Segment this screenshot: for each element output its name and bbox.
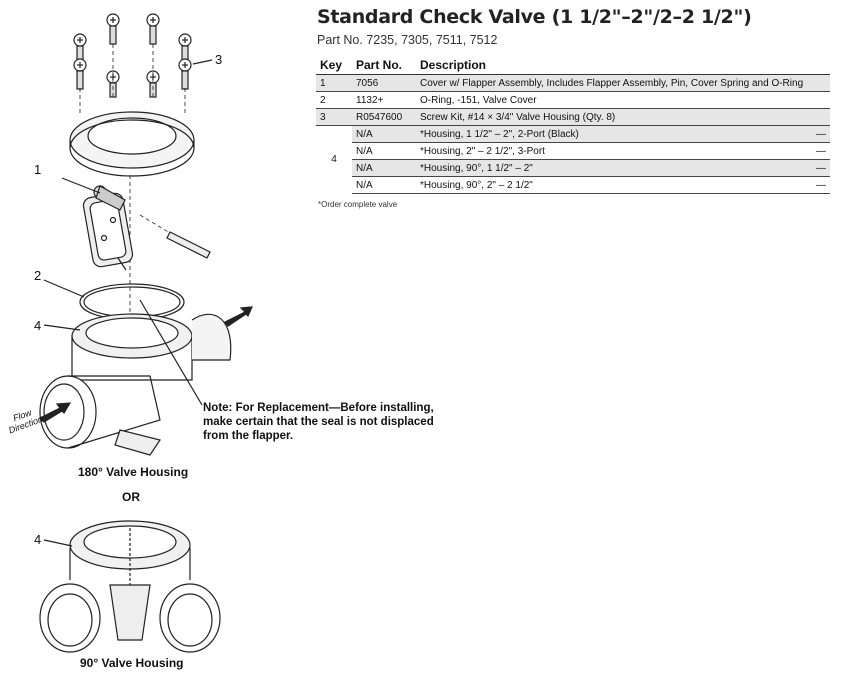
caption-90-housing: 90° Valve Housing	[80, 656, 184, 670]
screws	[73, 13, 192, 98]
caption-180-housing: 180° Valve Housing	[78, 465, 189, 479]
row-dash: —	[804, 125, 830, 143]
valve-illustration	[38, 13, 253, 653]
table-row: 1 7056 Cover w/ Flapper Assembly, Includ…	[316, 74, 830, 92]
exploded-diagram: 1 3 2 4 4 Flow Direction Note: For Repla…	[7, 13, 434, 670]
callout-1: 1	[34, 162, 42, 177]
row-part: R0547600	[352, 108, 416, 126]
table-row: N/A *Housing, 2" – 2 1/2", 3-Port —	[316, 142, 830, 160]
row-part: 1132+	[352, 91, 416, 109]
row-desc: Screw Kit, #14 × 3/4" Valve Housing (Qty…	[416, 108, 830, 126]
table-row: 3 R0547600 Screw Kit, #14 × 3/4" Valve H…	[316, 108, 830, 126]
row-desc: *Housing, 90°, 1 1/2" – 2"	[416, 159, 804, 177]
table-row: 2 1132+ O-Ring, -151, Valve Cover	[316, 91, 830, 109]
row-key: 2	[316, 91, 352, 109]
row-dash: —	[804, 159, 830, 177]
table-row: N/A *Housing, 90°, 1 1/2" – 2" —	[316, 159, 830, 177]
row-key: 3	[316, 108, 352, 126]
row-dash: —	[804, 176, 830, 194]
row-key: 4	[316, 125, 352, 194]
pin	[166, 231, 211, 259]
row-desc: O-Ring, -151, Valve Cover	[416, 91, 830, 109]
replacement-note: Note: For Replacement—Before installing,…	[203, 402, 434, 442]
callout-3: 3	[215, 52, 223, 67]
callout-4-180: 4	[34, 318, 42, 333]
callout-2: 2	[34, 268, 42, 283]
callout-4-90: 4	[34, 532, 42, 547]
table-row: N/A *Housing, 90°, 2" – 2 1/2" —	[316, 176, 830, 194]
col-description: Description	[416, 56, 830, 75]
or-label: OR	[122, 490, 140, 504]
row-desc: Cover w/ Flapper Assembly, Includes Flap…	[416, 74, 830, 92]
row-part: N/A	[352, 142, 416, 160]
row-key: 1	[316, 74, 352, 92]
row-desc: *Housing, 90°, 2" – 2 1/2"	[416, 176, 804, 194]
row-desc: *Housing, 2" – 2 1/2", 3-Port	[416, 142, 804, 160]
row-part: N/A	[352, 159, 416, 177]
col-part-no: Part No.	[352, 56, 416, 75]
parts-table: Key Part No. Description 1 7056 Cover w/…	[316, 56, 830, 194]
table-header-row: Key Part No. Description	[316, 56, 830, 75]
row-part: N/A	[352, 176, 416, 194]
row-part: N/A	[352, 125, 416, 143]
table-row: 4 N/A *Housing, 1 1/2" – 2", 2-Port (Bla…	[316, 125, 830, 194]
col-key: Key	[316, 56, 352, 75]
part-numbers: Part No. 7235, 7305, 7511, 7512	[317, 33, 498, 47]
row-part: 7056	[352, 74, 416, 92]
table-footnote: *Order complete valve	[318, 200, 398, 209]
valve-housing-90	[39, 520, 221, 653]
page-title: Standard Check Valve (1 1/2"–2"/2–2 1/2"…	[317, 6, 752, 28]
row-dash: —	[804, 142, 830, 160]
row-desc: *Housing, 1 1/2" – 2", 2-Port (Black)	[416, 125, 804, 143]
